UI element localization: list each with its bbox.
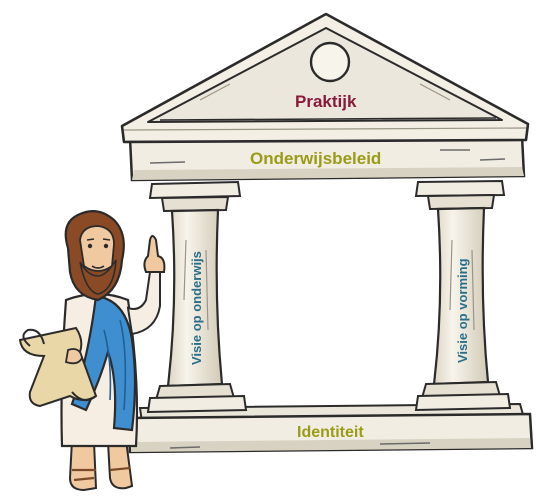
base-label: Identiteit (297, 424, 364, 441)
roof-label: Praktijk (295, 92, 357, 111)
temple-roof (120, 12, 530, 144)
temple-beam (128, 134, 526, 182)
right-column (414, 179, 512, 412)
left-pillar-label: Visie op onderwijs (189, 251, 204, 365)
philosopher-figure-icon (18, 209, 166, 492)
left-column (146, 180, 248, 414)
roof-medallion-icon (309, 41, 351, 83)
right-pillar-label: Visie op vorming (455, 258, 470, 363)
beam-label: Onderwijsbeleid (250, 149, 382, 168)
